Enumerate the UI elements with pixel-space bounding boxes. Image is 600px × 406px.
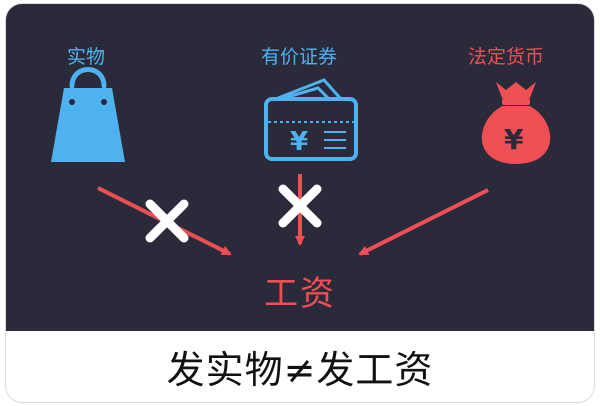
- caption-text: 发实物≠发工资: [166, 348, 434, 392]
- infographic-card: 实物 有价证券 法定货币 ¥: [6, 4, 594, 402]
- currency-symbol: ¥: [290, 127, 308, 157]
- caption-bar: 发实物≠发工资: [6, 331, 594, 402]
- diagram-graphics: ¥ ¥: [51, 67, 551, 256]
- ticket-voucher-icon: ¥: [264, 78, 358, 161]
- source-label-securities: 有价证券: [260, 46, 337, 68]
- source-label-goods: 实物: [66, 46, 105, 68]
- currency-symbol-bag: ¥: [504, 123, 524, 156]
- cross-goods-icon: [145, 199, 189, 243]
- diagram-panel: 实物 有价证券 法定货币 ¥: [6, 4, 594, 331]
- target-label-wage: 工资: [264, 274, 336, 314]
- source-label-legal-currency: 法定货币: [467, 46, 544, 68]
- arrow-currency-to-wage: [358, 188, 489, 256]
- money-bag-icon: ¥: [481, 82, 551, 164]
- shopping-bag-icon: [51, 67, 125, 162]
- cross-securities-icon: [278, 184, 322, 228]
